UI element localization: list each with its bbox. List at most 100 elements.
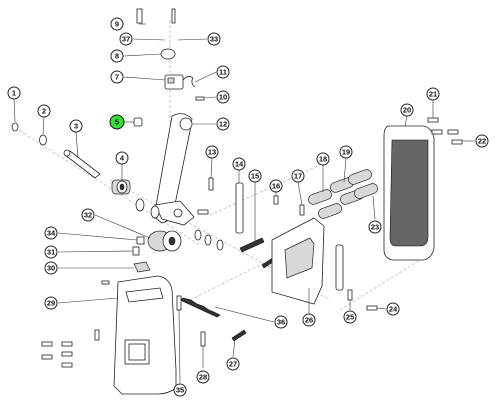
- part-block-30: [133, 261, 151, 273]
- callout-26: 26: [302, 313, 316, 327]
- svg-text:21: 21: [429, 90, 437, 99]
- callout-33: 33: [207, 32, 221, 46]
- part-small-screw-10: [195, 96, 205, 101]
- callout-23: 23: [368, 220, 382, 234]
- svg-text:35: 35: [176, 386, 184, 395]
- part-spacers: [135, 198, 224, 251]
- svg-text:3: 3: [74, 122, 78, 131]
- svg-text:9: 9: [115, 20, 119, 29]
- callout-11: 11: [216, 65, 230, 79]
- svg-text:16: 16: [272, 182, 280, 191]
- callout-28: 28: [196, 370, 210, 384]
- svg-text:11: 11: [219, 68, 227, 77]
- callout-29: 29: [44, 296, 58, 310]
- svg-text:29: 29: [47, 299, 55, 308]
- callout-25: 25: [343, 310, 357, 324]
- callout-13: 13: [205, 145, 219, 159]
- part-pin-28: [200, 331, 206, 347]
- svg-text:5: 5: [115, 118, 119, 127]
- part-cylinders: [308, 169, 378, 219]
- part-roller: [147, 230, 182, 252]
- svg-text:28: 28: [199, 373, 207, 382]
- part-rail-b: [335, 244, 344, 291]
- svg-text:10: 10: [219, 93, 227, 102]
- callout-2: 2: [37, 104, 51, 118]
- part-bushing: [111, 179, 131, 195]
- svg-text:33: 33: [210, 35, 218, 44]
- svg-text:8: 8: [115, 52, 119, 61]
- svg-text:7: 7: [115, 73, 119, 82]
- part-spring-15: [239, 237, 265, 253]
- part-set-screw: [136, 8, 176, 24]
- callout-21: 21: [426, 87, 440, 101]
- assembly-axes: [14, 20, 421, 311]
- callout-37: 37: [119, 32, 133, 46]
- part-pin-17: [299, 204, 305, 216]
- svg-text:19: 19: [342, 148, 350, 157]
- svg-text:20: 20: [403, 106, 411, 115]
- callout-9: 9: [110, 17, 124, 31]
- part-screw-24: [366, 305, 378, 311]
- callout-1: 1: [7, 86, 21, 100]
- part-pin-31: [132, 246, 140, 256]
- part-cam-lever-top: [164, 74, 184, 90]
- callout-17: 17: [291, 169, 305, 183]
- callout-14: 14: [232, 157, 246, 171]
- part-spring-27: [231, 329, 247, 342]
- callout-18: 18: [316, 152, 330, 166]
- callout-4: 4: [115, 151, 129, 165]
- svg-text:17: 17: [294, 172, 302, 181]
- callout-35: 35: [173, 383, 187, 397]
- callout-36: 36: [274, 315, 288, 329]
- leader-lines: [13, 23, 475, 384]
- callout-24: 24: [386, 302, 400, 316]
- part-retaining-ring: [11, 122, 19, 132]
- svg-text:4: 4: [120, 154, 125, 163]
- callout-22: 22: [475, 134, 489, 148]
- part-washer: [39, 134, 47, 146]
- callout-12: 12: [216, 117, 230, 131]
- callout-5-highlighted: 5: [109, 114, 125, 130]
- svg-text:23: 23: [371, 223, 379, 232]
- part-rail-14: [235, 182, 244, 234]
- part-screw-25: [347, 289, 353, 301]
- part-pedal-arm: [153, 113, 195, 226]
- svg-text:14: 14: [235, 160, 244, 169]
- callout-19: 19: [339, 145, 353, 159]
- part-bottom-screws: [41, 329, 100, 368]
- part-screw-13: [197, 177, 214, 215]
- svg-text:12: 12: [219, 120, 227, 129]
- part-mounting-plate: [271, 217, 325, 305]
- svg-text:32: 32: [84, 211, 92, 220]
- svg-text:37: 37: [122, 35, 130, 44]
- part-pivot-shaft: [63, 149, 101, 179]
- svg-text:27: 27: [229, 360, 237, 369]
- callout-3: 3: [69, 119, 83, 133]
- callout-10: 10: [216, 90, 230, 104]
- callout-32: 32: [81, 208, 95, 222]
- svg-text:25: 25: [346, 313, 354, 322]
- svg-text:34: 34: [47, 229, 56, 238]
- callout-16: 16: [269, 179, 283, 193]
- svg-text:26: 26: [305, 316, 313, 325]
- svg-text:18: 18: [319, 155, 327, 164]
- part-pin-34: [136, 236, 145, 245]
- callout-15: 15: [248, 169, 262, 183]
- part-screw-16: [273, 195, 279, 205]
- svg-text:30: 30: [47, 264, 55, 273]
- part-clip-5: [133, 117, 143, 127]
- callout-7: 7: [110, 70, 124, 84]
- callout-31: 31: [44, 245, 58, 259]
- part-footpad: [383, 125, 435, 261]
- callout-20: 20: [400, 103, 414, 117]
- part-spring-36: [179, 297, 221, 318]
- svg-text:22: 22: [478, 137, 486, 146]
- svg-text:15: 15: [251, 172, 259, 181]
- svg-text:36: 36: [277, 318, 285, 327]
- callout-8: 8: [110, 49, 124, 63]
- svg-text:2: 2: [42, 107, 46, 116]
- svg-text:31: 31: [47, 248, 55, 257]
- part-ball-knob: [160, 48, 176, 60]
- callout-34: 34: [44, 226, 58, 240]
